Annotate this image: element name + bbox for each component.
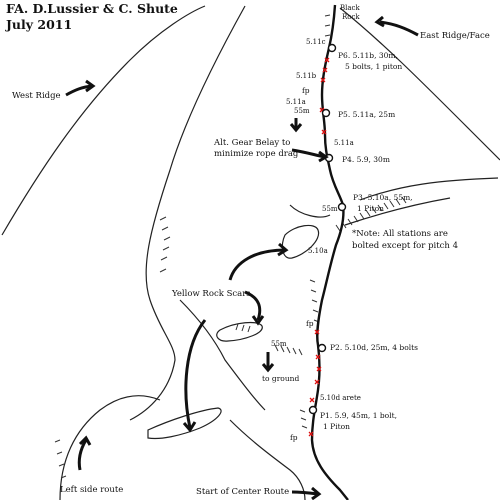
pitch-5-label: P5. 5.11a, 25m — [338, 110, 395, 119]
left-side-arrow — [77, 439, 88, 471]
arrows — [65, 15, 419, 500]
rappel-label-top: 55m — [294, 107, 310, 115]
belay-station-p3 — [337, 202, 347, 212]
pitch-3-label-1: P3. 5.10a, 55m, — [353, 193, 413, 202]
pitch-4-label: P4. 5.9, 30m — [342, 155, 390, 164]
bolt-marks — [308, 57, 330, 437]
black-rock-label-1: Black — [340, 4, 360, 12]
mid-rib-outline — [179, 299, 266, 411]
west-ridge-outline — [1, 5, 206, 236]
pitch-1-label-2: 1 Piton — [323, 422, 350, 431]
pitch-traverse — [289, 204, 331, 218]
header-line-2: July 2011 — [5, 17, 72, 32]
yellow-scar-arrow-mid — [244, 290, 262, 321]
pitch-2-label: P2. 5.10d, 25m, 4 bolts — [330, 343, 418, 352]
belay-station-p5 — [321, 108, 331, 118]
belay-station-p6 — [327, 43, 337, 53]
start-center-arrow — [291, 490, 319, 496]
yellow-scar-lower — [147, 407, 222, 440]
grade-label-511b: 5.11b — [296, 72, 317, 80]
climbing-route-line — [310, 4, 349, 500]
pitch-1-label-1: P1. 5.9, 45m, 1 bolt, — [320, 411, 397, 420]
fixed-pin-label-top: fp — [302, 86, 310, 95]
inner-ridge-outline — [129, 5, 246, 421]
grade-label-511c: 5.11c — [306, 38, 326, 46]
belay-station-p2 — [317, 343, 327, 353]
lower-slab-outline — [229, 419, 306, 500]
fixed-pin-label-mid: fp — [306, 319, 314, 328]
east-ridge-label: East Ridge/Face — [420, 31, 490, 41]
header-line-1: FA. D.Lussier & C. Shute — [6, 1, 178, 16]
fixed-pin-label-bottom: fp — [290, 433, 298, 442]
to-ground-label: to ground — [262, 374, 299, 383]
grade-label-511a-lower: 5.11a — [334, 139, 354, 147]
pitch-6-label-1: P6. 5.11b, 30m, — [338, 51, 398, 60]
yellow-scar-arrow-upper — [228, 248, 286, 281]
belay-station-p1 — [308, 405, 318, 415]
east-face-lower — [359, 177, 499, 201]
west-ridge-arrow — [65, 84, 93, 97]
alt-gear-label-1: Alt. Gear Belay to — [213, 138, 290, 148]
rock-hatching — [54, 14, 407, 479]
pitch-3-label-2: 1 Piton — [357, 204, 384, 213]
grade-label-511a-upper: 5.11a — [286, 98, 306, 106]
west-ridge-label: West Ridge — [12, 91, 61, 101]
left-side-label: Left side route — [60, 485, 123, 495]
alt-gear-arrow — [291, 148, 326, 159]
east-ridge-outline — [339, 7, 500, 161]
black-rock-label-2: Rock — [342, 13, 360, 21]
grade-label-510d-arete: 5.10d arete — [320, 394, 361, 402]
grade-label-510a: 5.10a — [308, 247, 328, 255]
rappel-label-low: 55m — [271, 340, 287, 348]
rappel-label-mid: 55m — [322, 205, 338, 213]
yellow-scars-label: Yellow Rock Scars — [171, 289, 251, 299]
note-line-1: *Note: All stations are — [352, 229, 448, 239]
yellow-scar-arrow-lower — [184, 319, 207, 429]
start-center-label: Start of Center Route — [196, 487, 289, 497]
east-ridge-arrow — [379, 20, 419, 37]
pitch-6-label-2: 5 bolts, 1 piton — [345, 62, 402, 71]
alt-gear-label-2: minimize rope drag — [214, 149, 299, 159]
note-line-2: bolted except for pitch 4 — [352, 241, 458, 251]
yellow-scar-mid — [216, 321, 263, 342]
lower-left-outline — [59, 395, 161, 500]
right-face-outline — [344, 197, 451, 226]
